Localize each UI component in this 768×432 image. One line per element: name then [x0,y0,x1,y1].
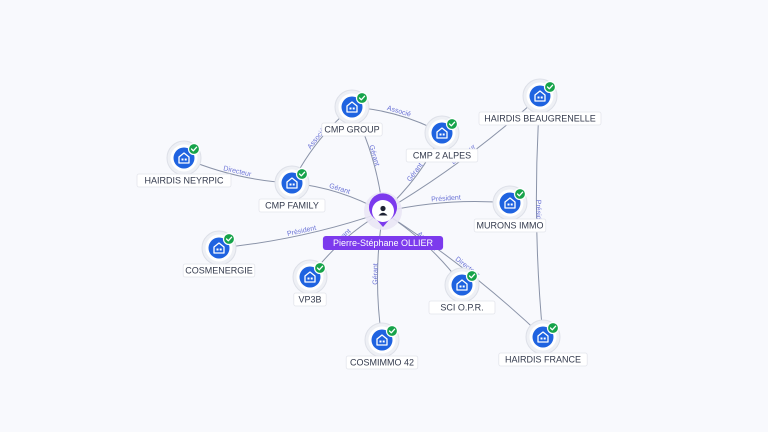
edge-label: Gérant [367,144,380,167]
verified-check-icon [295,167,309,181]
edge-center-cosmenergie [218,211,384,249]
building-icon [286,177,298,189]
nodes-layer: CMP GROUP CMP 2 ALPES HAIRDIS BEAUGRENELLE… [136,78,602,370]
edge-label: Gérant [372,263,379,285]
company-node-cmp-group[interactable]: CMP GROUP [321,89,383,137]
company-node-cosmimmo-42[interactable]: COSMIMMO 42 [345,322,419,370]
verified-check-icon [546,321,560,335]
building-icon [304,271,316,283]
center-label: Pierre-Stéphane OLLIER [322,236,444,250]
company-name: MURONS IMMO [477,221,544,231]
company-name: SCI O.P.R. [440,303,483,313]
company-node-sci-opr[interactable]: SCI O.P.R. [428,267,496,315]
verified-check-icon [445,117,459,131]
verified-check-icon [222,232,236,246]
company-name: HAIRDIS NEYRPIC [144,176,224,186]
verified-check-icon [355,91,369,105]
company-node-cmp-family[interactable]: CMP FAMILY [258,165,326,213]
building-icon [346,101,358,113]
edge-label: Gérant [406,162,424,183]
building-icon [537,331,549,343]
company-name: COSMENERGIE [185,266,253,276]
center-name: Pierre-Stéphane OLLIER [333,238,434,248]
edge-label: Associé [386,105,412,119]
edge-center-murons-immo [382,201,511,213]
company-name: COSMIMMO 42 [350,358,414,368]
building-icon [436,127,448,139]
center-node[interactable]: Pierre-Stéphane OLLIER [322,192,444,250]
verified-check-icon [187,142,201,156]
company-name: HAIRDIS FRANCE [505,355,581,365]
company-label: SCI O.P.R. [428,300,496,315]
company-label: CMP FAMILY [258,198,326,213]
company-label: MURONS IMMO [473,218,547,233]
edge-label: Gérant [328,183,351,196]
company-node-hairdis-neyrpic[interactable]: HAIRDIS NEYRPIC [136,140,232,188]
building-icon [456,279,468,291]
company-label: HAIRDIS NEYRPIC [136,173,232,188]
company-label: HAIRDIS FRANCE [498,352,588,367]
verified-check-icon [385,324,399,338]
company-label: CMP 2 ALPES [405,148,479,163]
building-icon [213,242,225,254]
edge-hairdis-beaugrenelle-hairdis-france [535,95,544,338]
building-icon [376,334,388,346]
company-name: HAIRDIS BEAUGRENELLE [484,114,596,124]
company-label: HAIRDIS BEAUGRENELLE [478,111,602,126]
verified-check-icon [313,261,327,275]
company-name: CMP 2 ALPES [413,151,471,161]
person-icon [378,205,388,216]
building-icon [178,152,190,164]
building-icon [504,197,516,209]
edge-label: Président [287,225,317,238]
company-name: CMP GROUP [324,125,379,135]
company-name: CMP FAMILY [265,201,319,211]
company-node-murons-immo[interactable]: MURONS IMMO [473,185,547,233]
company-node-cmp-2-alpes[interactable]: CMP 2 ALPES [405,115,479,163]
edge-label: Président [534,200,541,230]
verified-check-icon [543,80,557,94]
company-node-vp3b[interactable]: VP3B [292,259,328,307]
building-icon [534,90,546,102]
company-label: COSMIMMO 42 [345,355,419,370]
edge-label: Président [431,194,461,203]
company-node-hairdis-france[interactable]: HAIRDIS FRANCE [498,319,588,367]
company-name: VP3B [298,295,321,305]
company-label: CMP GROUP [321,122,383,137]
company-label: COSMENERGIE [182,263,256,278]
verified-check-icon [513,187,527,201]
company-label: VP3B [293,292,327,307]
company-node-hairdis-beaugrenelle[interactable]: HAIRDIS BEAUGRENELLE [478,78,602,126]
verified-check-icon [465,269,479,283]
company-node-cosmenergie[interactable]: COSMENERGIE [182,230,256,278]
